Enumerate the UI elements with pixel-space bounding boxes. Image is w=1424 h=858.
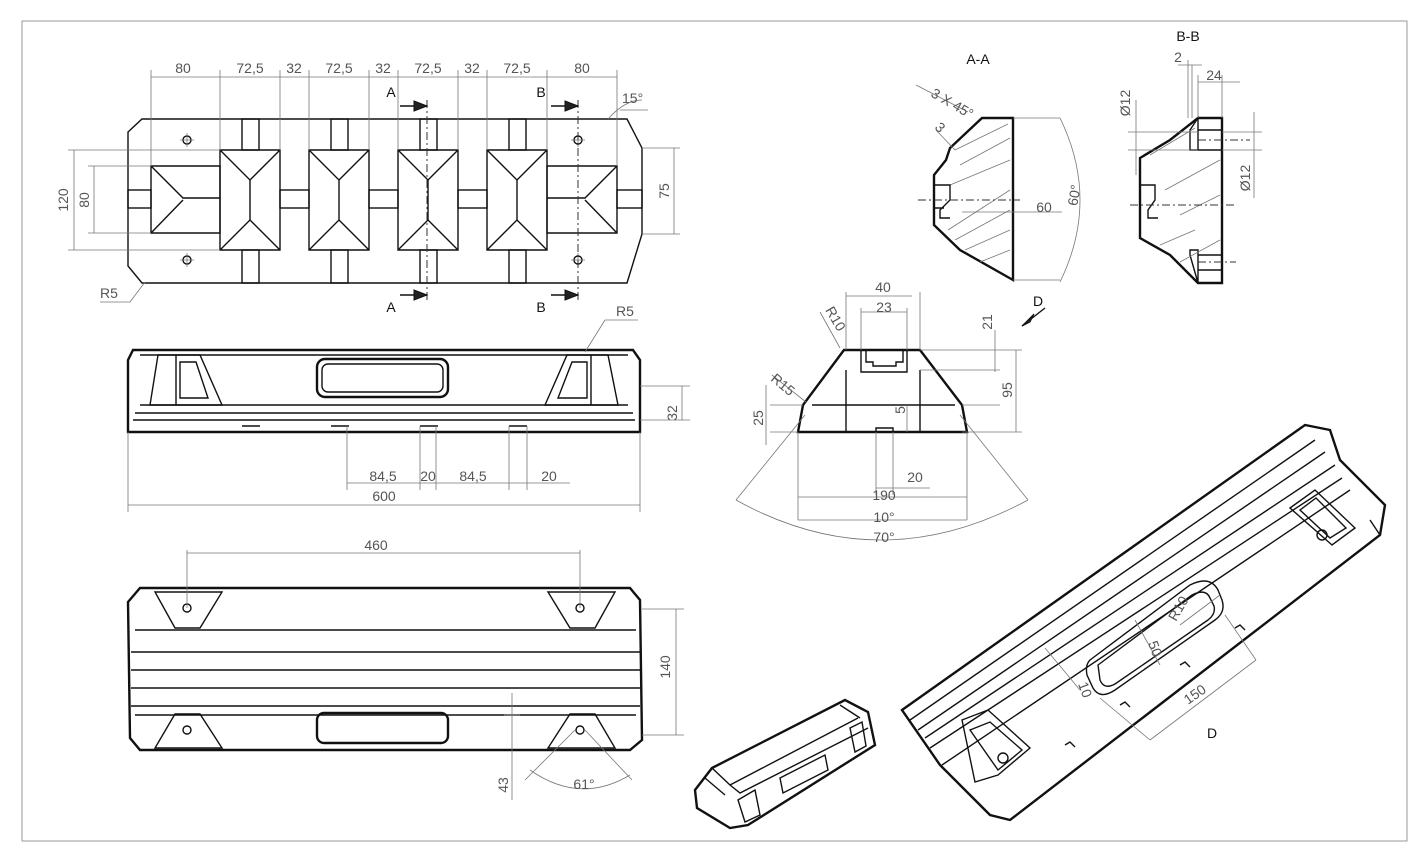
dim-600: 600 [372, 488, 396, 504]
dim-725-4: 72,5 [503, 60, 530, 76]
section-b-top: B [536, 84, 545, 100]
dim-3: 3 [932, 119, 949, 136]
dim-140: 140 [657, 655, 673, 679]
dim-32-2: 32 [375, 60, 391, 76]
dim-20-b: 20 [541, 468, 557, 484]
dim-80-right: 80 [574, 60, 590, 76]
bottom-view-labels: 460 140 43 61° [364, 537, 673, 793]
front-view-labels: R5 32 84,5 20 84,5 20 600 [369, 303, 680, 504]
iso-view-label: D [1207, 725, 1217, 741]
section-b-bottom: B [536, 299, 545, 315]
dim-32-height: 32 [664, 405, 680, 421]
top-view [68, 70, 680, 303]
radius-r5-top: R5 [100, 285, 118, 301]
angle-10: 10° [873, 509, 894, 525]
dim-845-b: 84,5 [459, 468, 486, 484]
dim-20-end: 20 [907, 469, 923, 485]
radius-r15: R15 [768, 370, 798, 399]
dim-845-a: 84,5 [369, 468, 396, 484]
dim-460: 460 [364, 537, 388, 553]
dim-2: 2 [1174, 49, 1182, 65]
dim-60: 60 [1036, 199, 1052, 215]
dim-43: 43 [495, 777, 511, 793]
dim-120: 120 [55, 188, 71, 212]
dim-95: 95 [999, 382, 1015, 398]
dim-725-2: 72,5 [325, 60, 352, 76]
radius-r10-end: R10 [822, 304, 849, 334]
bottom-view [126, 550, 684, 800]
dim-40: 40 [875, 279, 891, 295]
dim-21: 21 [979, 314, 995, 330]
dia-12-top: Ø12 [1117, 90, 1133, 117]
angle-60: 60° [1064, 183, 1083, 207]
dim-5: 5 [892, 406, 908, 414]
section-bb [1128, 60, 1262, 285]
dim-23: 23 [876, 299, 892, 315]
dim-190: 190 [872, 487, 896, 503]
top-view-labels: 80 72,5 32 72,5 32 72,5 32 72,5 80 15° 1… [55, 60, 672, 315]
small-isometric-view [693, 698, 877, 830]
section-aa-labels: A-A 3 X 45° 3 60 60° [929, 51, 1084, 215]
section-a-top: A [386, 84, 396, 100]
sheet-border [21, 20, 1408, 842]
front-view [126, 319, 690, 512]
dia-12-right: Ø12 [1237, 165, 1253, 192]
end-view-labels: 40 23 R10 R15 21 95 5 25 20 190 10° 70° … [750, 279, 1043, 545]
section-bb-title: B-B [1176, 28, 1199, 44]
angle-15: 15° [622, 90, 643, 106]
angle-70: 70° [873, 529, 894, 545]
dim-24: 24 [1206, 67, 1222, 83]
dim-75: 75 [656, 183, 672, 199]
dim-32-3: 32 [464, 60, 480, 76]
radius-r5-front: R5 [616, 303, 634, 319]
section-aa-title: A-A [966, 51, 990, 67]
dim-80-left: 80 [175, 60, 191, 76]
dim-50: 50 [1145, 639, 1165, 659]
view-d-marker: D [1033, 293, 1043, 309]
large-iso-labels: R10 50 10 150 D [1075, 593, 1217, 741]
large-isometric-view [900, 423, 1387, 822]
chamfer-3x45: 3 X 45° [929, 85, 977, 122]
angle-61: 61° [573, 776, 594, 792]
dim-32-1: 32 [286, 60, 302, 76]
dim-20-a: 20 [420, 468, 436, 484]
dim-80-height: 80 [76, 192, 92, 208]
section-bb-labels: B-B 2 24 Ø12 Ø12 [1117, 28, 1253, 191]
dim-10: 10 [1075, 680, 1095, 700]
section-a-bottom: A [386, 299, 396, 315]
dim-725-1: 72,5 [236, 60, 263, 76]
dim-25: 25 [750, 410, 766, 426]
dim-725-3: 72,5 [414, 60, 441, 76]
section-aa [915, 84, 1081, 283]
end-view [735, 292, 1046, 541]
